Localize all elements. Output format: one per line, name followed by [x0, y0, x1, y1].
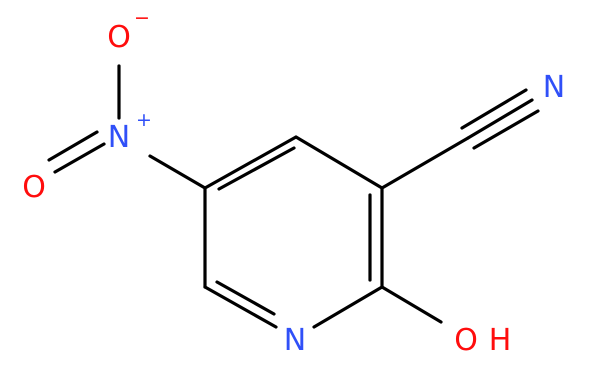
- bond-n1-c2: [312, 285, 384, 329]
- bond-c5-c4: [203, 135, 298, 190]
- atom-oxide-o-charge: −: [134, 7, 150, 29]
- atom-nitro-o-label: O: [22, 170, 46, 205]
- atom-ring-n-label: N: [284, 323, 306, 358]
- bonds-group: [47, 64, 540, 329]
- bond-c5-c4-inner: [217, 146, 296, 191]
- bond-c5-nitro-n: [148, 154, 207, 190]
- bond-cn-triple-2: [472, 109, 540, 150]
- bond-cn-triple-3: [460, 88, 528, 130]
- bond-c6-n1-inner: [215, 280, 276, 316]
- atom-oxide-o-label: O: [107, 20, 131, 55]
- bond-cn-triple-1: [466, 98, 534, 140]
- bond-c2-o: [380, 285, 443, 324]
- atom-nitrile-n-label: N: [543, 70, 565, 105]
- atom-hydroxyl-h-label: H: [489, 323, 512, 358]
- atom-hydroxyl-o-label: O: [454, 323, 478, 358]
- atom-nitro-n-charge: +: [136, 109, 152, 131]
- bond-nitro-n-o-double-2: [47, 130, 99, 162]
- atom-nitro-n-label: N: [108, 120, 130, 155]
- bond-c6-n1: [203, 285, 278, 329]
- bond-nitro-n-o-double-1: [53, 142, 106, 174]
- bond-c3-cn: [380, 136, 470, 190]
- bond-c4-c3: [294, 135, 384, 190]
